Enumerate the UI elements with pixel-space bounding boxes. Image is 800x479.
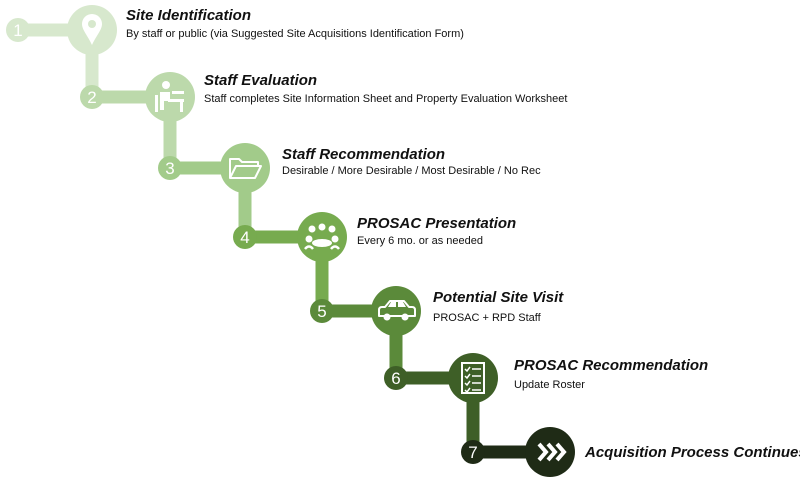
meeting-group-icon xyxy=(297,212,347,262)
step-1-description: By staff or public (via Suggested Site A… xyxy=(126,28,464,40)
step-2-description: Staff completes Site Information Sheet a… xyxy=(204,93,568,105)
location-pin-icon xyxy=(67,5,117,55)
step-1-number-badge: 1 xyxy=(6,18,30,42)
step-7-number-badge: 7 xyxy=(461,440,485,464)
step-5-title: Potential Site Visit xyxy=(433,289,564,306)
step-5-number: 5 xyxy=(317,302,326,321)
step-2-title: Staff Evaluation xyxy=(204,72,318,89)
steps-layer: 1 2 3 4 5 6 7 xyxy=(6,5,575,477)
step-4-number: 4 xyxy=(240,228,249,247)
folder-icon xyxy=(220,143,270,193)
step-5-number-badge: 5 xyxy=(310,299,334,323)
step-4-title: PROSAC Presentation xyxy=(357,215,517,232)
step-3-title: Staff Recommendation xyxy=(282,146,446,163)
step-6-number: 6 xyxy=(391,369,400,388)
checklist-icon xyxy=(448,353,498,403)
step-6-title: PROSAC Recommendation xyxy=(514,357,709,374)
step-6-description: Update Roster xyxy=(514,379,585,391)
step-4-description: Every 6 mo. or as needed xyxy=(357,235,483,247)
desk-worker-icon xyxy=(145,72,195,122)
step-6-number-badge: 6 xyxy=(384,366,408,390)
step-3-description: Desirable / More Desirable / Most Desira… xyxy=(282,165,541,177)
step-2-number: 2 xyxy=(87,88,96,107)
step-4-number-badge: 4 xyxy=(233,225,257,249)
step-7-title: Acquisition Process Continues xyxy=(585,444,800,461)
forward-chevrons-icon xyxy=(525,427,575,477)
step-3-number: 3 xyxy=(165,159,174,178)
step-1-number: 1 xyxy=(13,21,22,40)
car-icon xyxy=(371,286,421,336)
step-3-number-badge: 3 xyxy=(158,156,182,180)
step-7-number: 7 xyxy=(468,443,477,462)
step-5-description: PROSAC + RPD Staff xyxy=(433,312,541,324)
step-1-title: Site Identification xyxy=(126,7,252,24)
step-2-number-badge: 2 xyxy=(80,85,104,109)
